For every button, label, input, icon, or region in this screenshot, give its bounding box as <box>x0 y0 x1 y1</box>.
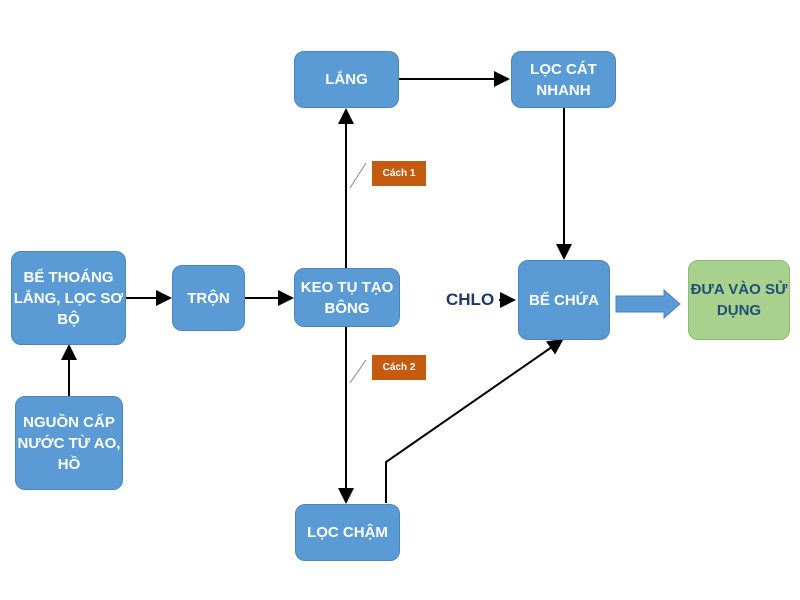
node-label: TRỘN <box>187 289 230 307</box>
node-mixing[interactable]: TRỘN <box>172 265 245 331</box>
callout-method1 <box>349 162 367 189</box>
node-settling[interactable]: LẮNG <box>294 51 399 108</box>
node-source[interactable]: NGUỒN CẤP NƯỚC TỪ AO, HỒ <box>15 396 123 490</box>
node-label: LỌC CÁT NHANH <box>530 60 597 99</box>
block-arrow-storage-to-use <box>615 288 681 320</box>
node-aeration[interactable]: BỂ THOÁNG LẮNG, LỌC SƠ BỘ <box>11 251 126 345</box>
node-label: KEO TỤ TẠO BÔNG <box>300 278 394 317</box>
node-label: ĐƯA VÀO SỬ DỤNG <box>690 281 788 319</box>
callout-method2 <box>349 359 367 384</box>
chlorine-label: CHLO <box>446 290 495 309</box>
node-rapid-filter[interactable]: LỌC CÁT NHANH <box>511 51 616 108</box>
node-coagulation[interactable]: KEO TỤ TẠO BÔNG <box>294 268 400 327</box>
tag-method1: Cách 1 <box>372 161 426 186</box>
node-label: NGUỒN CẤP NƯỚC TỪ AO, HỒ <box>17 413 121 473</box>
node-storage[interactable]: BỂ CHỨA <box>518 260 610 340</box>
node-label: BỂ THOÁNG LẮNG, LỌC SƠ BỘ <box>13 268 124 328</box>
node-label: BỂ CHỨA <box>529 291 599 309</box>
node-label: LỌC CHẬM <box>307 524 388 541</box>
arrow-slow-filter-to-storage <box>385 338 564 503</box>
tag-method2: Cách 2 <box>372 355 426 380</box>
node-label: LẮNG <box>325 71 368 88</box>
node-slow-filter[interactable]: LỌC CHẬM <box>295 504 400 561</box>
node-use[interactable]: ĐƯA VÀO SỬ DỤNG <box>688 260 790 340</box>
